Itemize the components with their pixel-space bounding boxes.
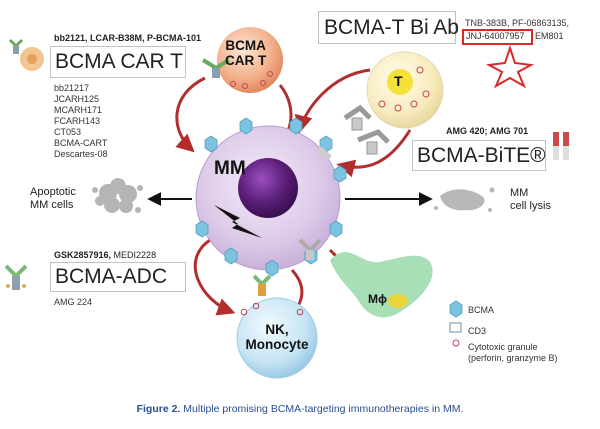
list-item: bb21217 bbox=[54, 83, 90, 93]
highlight-box bbox=[462, 29, 533, 45]
car-t-products: bb2121, LCAR-B38M, P-BCMA-101 bbox=[54, 33, 202, 43]
figure-caption: Figure 2. Multiple promising BCMA-target… bbox=[136, 403, 464, 415]
lightning-icon bbox=[214, 205, 262, 238]
t-cell bbox=[366, 51, 444, 129]
macrophage-label: Mϕ bbox=[368, 292, 387, 306]
legend-granule: Cytotoxic granule (perforin, granzyme B) bbox=[468, 342, 558, 363]
list-item: Descartes-08 bbox=[54, 149, 108, 159]
adc-title-box bbox=[50, 262, 186, 292]
car-t-cell-label: BCMA CAR T bbox=[225, 38, 267, 68]
legend-cd3-icon bbox=[449, 322, 462, 333]
list-item: MCARH171 bbox=[54, 105, 103, 115]
car-t-list: bb21217 JCARH125 MCARH171 FCARH143 CT053… bbox=[54, 83, 108, 160]
legend-cd3: CD3 bbox=[468, 325, 487, 336]
red-arrow-t-cell-right bbox=[336, 129, 412, 178]
adc-extra: AMG 224 bbox=[54, 297, 93, 307]
list-item: JCARH125 bbox=[54, 94, 100, 104]
bite-products: AMG 420; AMG 701 bbox=[446, 126, 529, 136]
lysis-label: MM cell lysis bbox=[510, 187, 551, 212]
bi-ab-title: BCMA-T Bi Ab bbox=[324, 16, 459, 39]
nk-cell bbox=[236, 297, 318, 379]
list-item: CT053 bbox=[54, 127, 82, 137]
mm-cell bbox=[195, 125, 341, 271]
apoptotic-label: Apoptotic MM cells bbox=[30, 186, 76, 211]
list-item: BCMA-CART bbox=[54, 138, 108, 148]
legend-bcma-icon bbox=[449, 300, 463, 318]
star-marker-icon bbox=[485, 44, 535, 89]
bispecific-antibody-icon bbox=[316, 104, 390, 161]
legend-granule-icon bbox=[452, 339, 460, 347]
adc-products: GSK2857916, MEDI2228 bbox=[54, 250, 157, 260]
adc-icon bbox=[4, 264, 28, 290]
adc-title: BCMA-ADC bbox=[55, 265, 168, 288]
red-arrow-adc bbox=[193, 238, 236, 316]
lysis-cells-icon bbox=[434, 187, 495, 212]
t-cell-label: T bbox=[394, 73, 403, 89]
red-arrow-car-t bbox=[175, 76, 206, 153]
mm-label: MM bbox=[214, 158, 246, 179]
legend: BCMA CD3 Cytotoxic granule (perforin, gr… bbox=[468, 303, 558, 364]
apoptotic-cells-icon bbox=[92, 178, 143, 213]
nk-cell-label: NK, Monocyte bbox=[245, 322, 309, 352]
car-t-title-box bbox=[50, 46, 186, 78]
bi-ab-products-line2: EM801 bbox=[535, 31, 564, 41]
bite-title-box bbox=[412, 140, 546, 171]
bite-icon bbox=[553, 132, 569, 160]
list-item: FCARH143 bbox=[54, 116, 101, 126]
car-t-small-icon bbox=[8, 38, 44, 71]
bite-title: BCMA-BiTE® bbox=[417, 144, 546, 167]
bi-ab-products-line1: TNB-383B, PF-06863135, bbox=[465, 18, 570, 28]
bi-ab-title-box bbox=[318, 11, 456, 44]
car-receptor-icon bbox=[201, 58, 231, 78]
car-t-title: BCMA CAR T bbox=[55, 50, 183, 73]
legend-bcma: BCMA bbox=[468, 304, 495, 315]
nk-engager-icon bbox=[252, 238, 322, 296]
macrophage bbox=[330, 252, 433, 318]
car-t-cell bbox=[217, 27, 283, 93]
bi-ab-highlighted: JNJ-64007957 bbox=[466, 31, 525, 41]
